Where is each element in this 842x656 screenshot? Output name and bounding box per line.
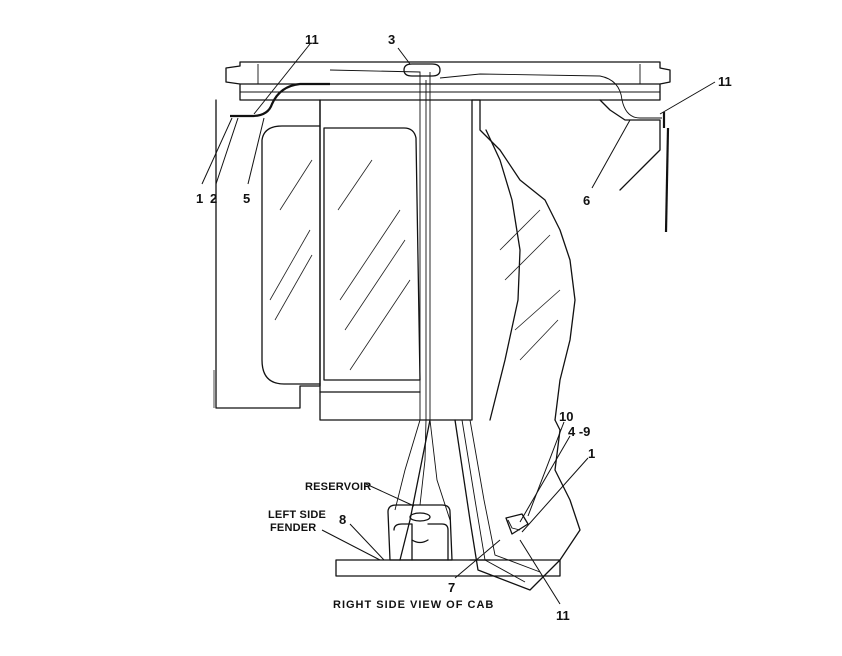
callout-11-top-left: 11	[305, 32, 319, 47]
callout-1-right: 1	[588, 446, 595, 461]
leader-lines	[201, 43, 716, 605]
callout-7: 7	[448, 580, 455, 595]
callout-8: 8	[339, 512, 346, 527]
callout-5: 5	[243, 191, 250, 206]
reservoir-label: RESERVOIR	[305, 481, 371, 493]
callout-11-top-right: 11	[718, 74, 732, 89]
diagram-caption: RIGHT SIDE VIEW OF CAB	[333, 599, 494, 611]
callout-10: 10	[559, 409, 573, 424]
reservoir	[387, 504, 453, 561]
left-window	[213, 99, 321, 409]
callout-labels: 11 3 11 1 2 5 6 10 4 -9 1 8 7 11	[196, 32, 732, 623]
callout-2: 2	[210, 191, 217, 206]
text-notes: RESERVOIR LEFT SIDE FENDER RIGHT SIDE VI…	[268, 481, 494, 611]
lower-body	[335, 419, 581, 591]
door-panel	[319, 99, 473, 421]
callout-6: 6	[583, 193, 590, 208]
callout-4-9: 4 -9	[568, 424, 590, 439]
callout-11-bottom: 11	[556, 608, 570, 623]
cab-roof	[225, 61, 671, 101]
fender-label: FENDER	[270, 522, 316, 534]
callout-1-left: 1	[196, 191, 203, 206]
washer-hoses	[230, 63, 670, 535]
left-side-label: LEFT SIDE	[268, 509, 326, 521]
right-window	[471, 99, 661, 421]
callout-3: 3	[388, 32, 395, 47]
